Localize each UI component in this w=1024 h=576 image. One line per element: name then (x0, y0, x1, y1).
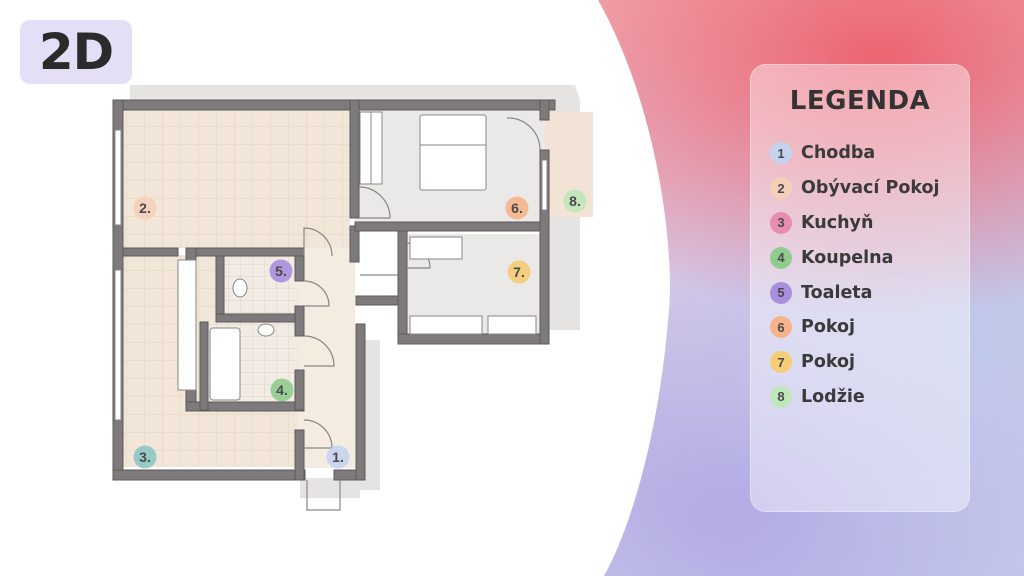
room-marker-circle (505, 196, 529, 220)
room-marker-label: 2. (139, 200, 151, 216)
furniture (177, 111, 537, 401)
legend-item: 8 Lodžie (770, 380, 940, 415)
room-marker: 4. (270, 378, 294, 402)
room-marker-circle (269, 259, 293, 283)
legend-number-badge: 4 (770, 246, 792, 269)
kitchen-counter (177, 259, 197, 391)
room-marker: 5. (269, 259, 293, 283)
legend-title: LEGENDA (789, 86, 931, 116)
room-marker-label: 6. (511, 200, 523, 216)
legend-number-badge: 6 (770, 316, 792, 339)
bathtub (209, 327, 241, 401)
legend-number-badge: 2 (770, 177, 792, 200)
room-marker: 2. (133, 196, 157, 220)
room-marker-label: 4. (276, 382, 288, 398)
room-marker-label: 7. (513, 264, 525, 280)
room-marker-circle (326, 445, 350, 469)
legend-number-badge: 7 (770, 351, 792, 374)
legend-label: Pokoj (801, 352, 856, 373)
room-marker: 6. (505, 196, 529, 220)
view-mode-label: 2D (38, 23, 114, 81)
legend-item: 7 Pokoj (770, 345, 940, 380)
windows (114, 129, 548, 421)
toilet (232, 278, 248, 298)
room-marker-circle (133, 445, 157, 469)
room-marker-circle (507, 260, 531, 284)
cabinet (487, 315, 537, 335)
sofa (409, 315, 483, 335)
legend-label: Toaleta (801, 282, 873, 303)
legend-label: Koupelna (801, 247, 894, 268)
legend-number-badge: 1 (770, 142, 792, 165)
legend-number-badge: 5 (770, 281, 792, 304)
legend-item: 3 Kuchyň (770, 206, 940, 241)
view-mode-badge: 2D (20, 20, 132, 84)
bed (419, 114, 487, 191)
legend-label: Lodžie (801, 386, 865, 407)
legend-item: 4 Koupelna (770, 240, 940, 275)
legend-label: Chodba (801, 143, 876, 164)
legend-item: 2 Obývací Pokoj (770, 171, 940, 206)
legend-panel: LEGENDA 1 Chodba 2 Obývací Pokoj 3 Kuchy… (750, 64, 970, 512)
room-marker-label: 8. (569, 193, 581, 209)
legend-number-badge: 3 (770, 211, 792, 234)
room-marker: 1. (326, 445, 350, 469)
legend-item: 1 Chodba (770, 136, 940, 171)
legend-list: 1 Chodba 2 Obývací Pokoj 3 Kuchyň 4 Koup… (770, 136, 940, 414)
legend-label: Obývací Pokoj (801, 178, 940, 199)
desk (409, 236, 463, 260)
room-marker-circle (270, 378, 294, 402)
room-marker-circle (133, 196, 157, 220)
room-marker: 3. (133, 445, 157, 469)
room-markers: 1. 2. 3. 4. 5. 6. 7. 8. (133, 189, 587, 469)
room-marker-label: 3. (139, 449, 151, 465)
room-marker: 7. (507, 260, 531, 284)
legend-item: 6 Pokoj (770, 310, 940, 345)
legend-number-badge: 8 (770, 385, 792, 408)
legend-label: Pokoj (801, 317, 856, 338)
legend-label: Kuchyň (801, 212, 874, 233)
washbasin (257, 323, 275, 337)
room-marker: 8. (563, 189, 587, 213)
legend-item: 5 Toaleta (770, 275, 940, 310)
room-marker-circle (563, 189, 587, 213)
room-marker-label: 1. (332, 449, 344, 465)
living-room-floor (122, 110, 350, 248)
room-marker-label: 5. (275, 263, 287, 279)
